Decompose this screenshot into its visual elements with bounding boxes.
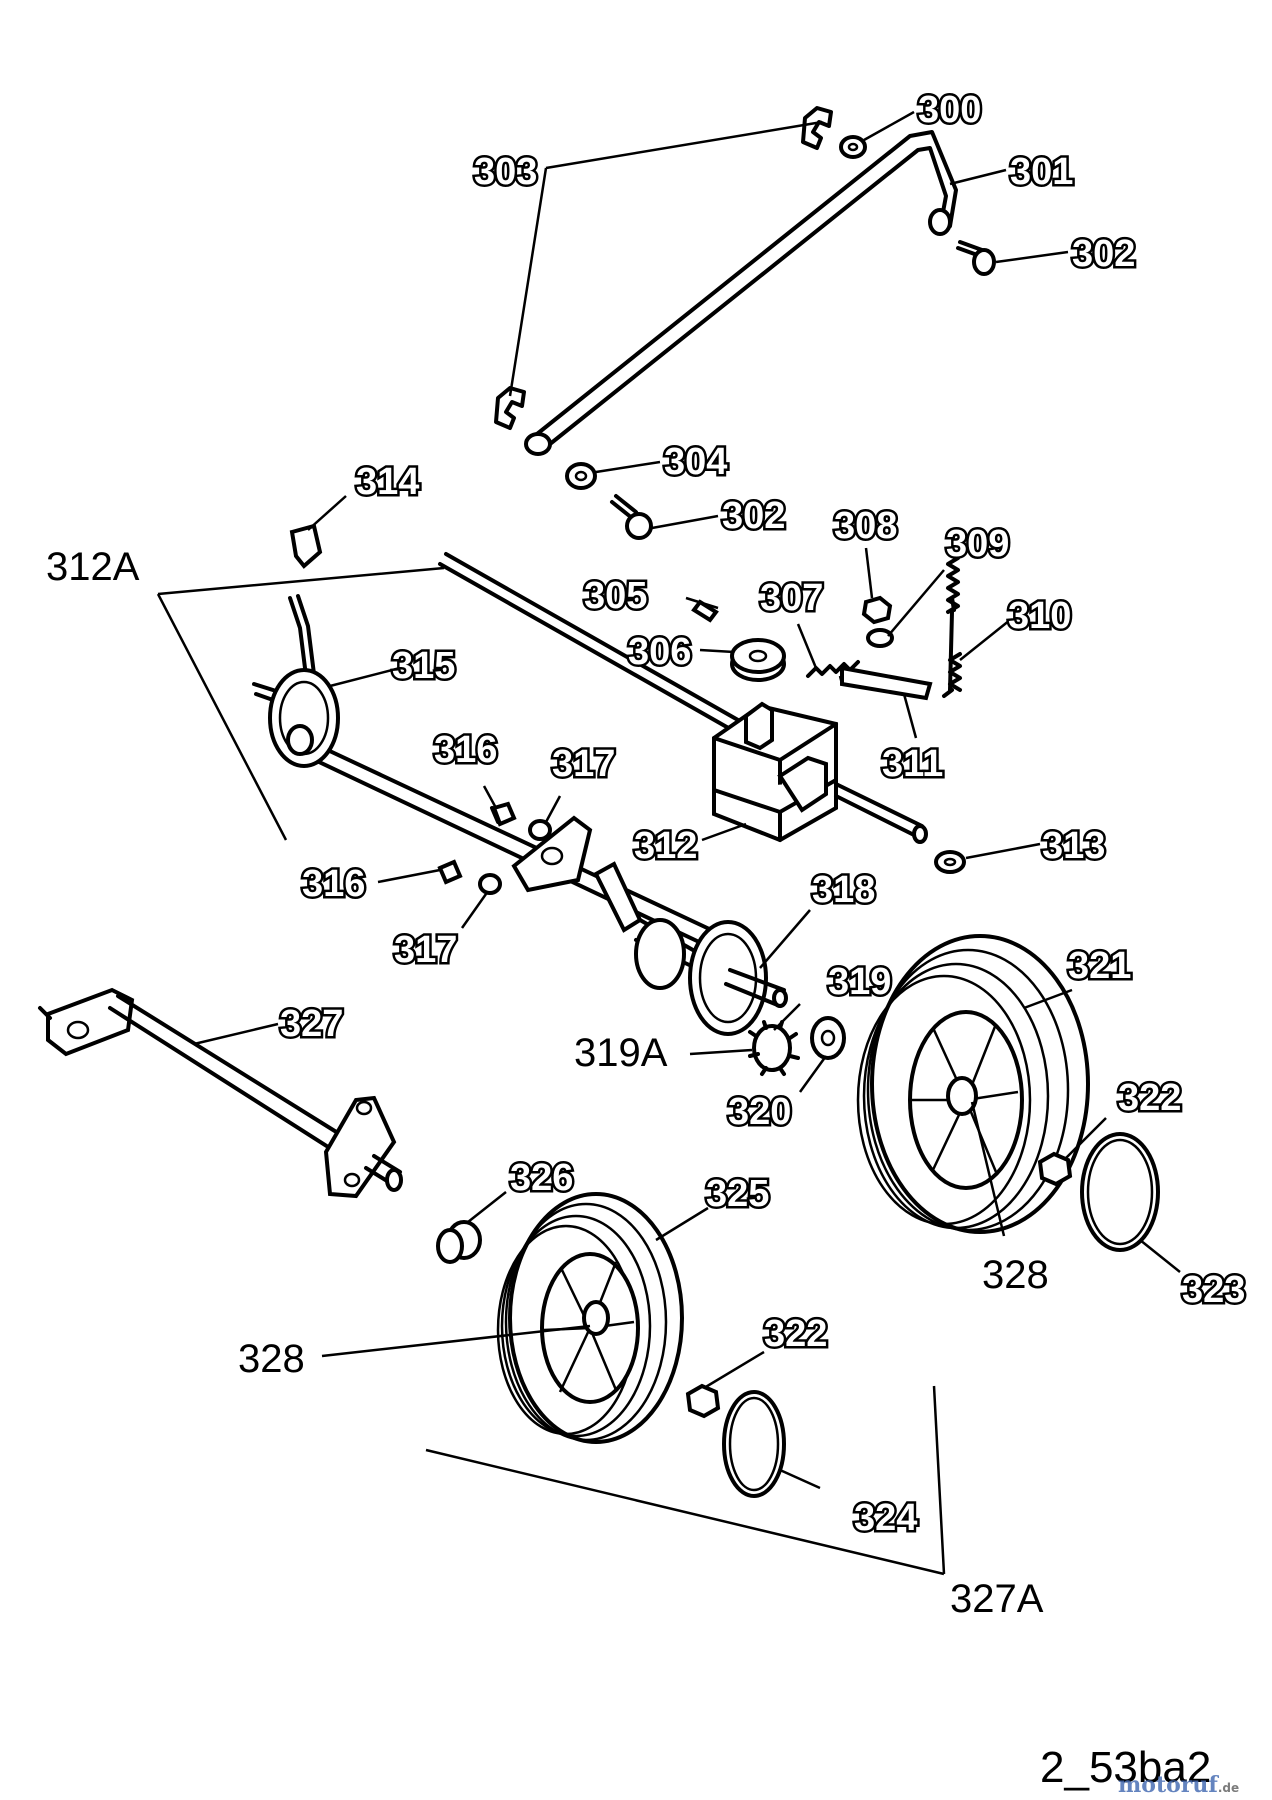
- diagram-code: 2_53ba2: [1040, 1743, 1211, 1792]
- clip-303-bottom: [494, 386, 526, 430]
- pin-302-mid: [610, 494, 653, 540]
- linkage-rod-301: [524, 130, 958, 456]
- label-324: 324: [854, 1497, 917, 1539]
- leader-lines: [156, 110, 1181, 1576]
- label-312A: 312A: [46, 545, 140, 589]
- label-300: 300: [918, 89, 981, 131]
- label-319A: 319A: [574, 1031, 668, 1075]
- label-318: 318: [812, 869, 875, 911]
- screw-316-upper: [490, 801, 517, 827]
- label-310: 310: [1008, 595, 1071, 637]
- label-312: 312: [634, 825, 697, 867]
- label-301: 301: [1010, 151, 1073, 193]
- key-305: [691, 599, 719, 623]
- label-307: 307: [760, 577, 823, 619]
- label-311: 311: [882, 743, 943, 785]
- svg-text:motoruf.de: motoruf.de: [1118, 1772, 1239, 1798]
- label-302-top: 302: [1072, 233, 1135, 275]
- label-302-mid: 302: [722, 495, 785, 537]
- watermark-logo: motoruf.de: [1118, 1772, 1239, 1798]
- flange-315: [252, 594, 340, 768]
- spring-310: [942, 556, 962, 698]
- label-304: 304: [664, 441, 727, 483]
- label-323: 323: [1182, 1269, 1245, 1311]
- ring-323: [1080, 1132, 1160, 1252]
- wheel-325: [496, 1192, 684, 1444]
- label-314: 314: [356, 461, 419, 503]
- label-313: 313: [1042, 825, 1105, 867]
- bracket-311: [838, 665, 933, 701]
- flange-318: [593, 861, 788, 1036]
- bushing-326: [436, 1220, 482, 1264]
- shift-rod-312A: [438, 552, 740, 732]
- washer-300: [839, 135, 867, 159]
- wheel-321: [856, 934, 1090, 1234]
- label-316-upper: 316: [434, 729, 497, 771]
- gear-319: [748, 1020, 800, 1076]
- label-322-right: 322: [1118, 1077, 1181, 1119]
- label-309: 309: [946, 523, 1009, 565]
- ring-324: [722, 1390, 786, 1498]
- label-315: 315: [392, 645, 455, 687]
- label-308: 308: [834, 505, 897, 547]
- label-326: 326: [510, 1157, 573, 1199]
- label-325: 325: [706, 1173, 769, 1215]
- label-305: 305: [584, 575, 647, 617]
- rear-axle-327: [38, 987, 403, 1199]
- label-321: 321: [1068, 945, 1131, 987]
- watermark-suffix: .de: [1218, 1781, 1239, 1795]
- label-328-right: 328: [982, 1253, 1049, 1297]
- washer-320: [810, 1016, 846, 1060]
- washer-304: [565, 462, 597, 490]
- screw-316-lower: [437, 859, 463, 885]
- label-303: 303: [474, 151, 537, 193]
- washer-309: [866, 628, 894, 648]
- watermark-brand: motoruf: [1118, 1772, 1219, 1798]
- label-316-lower: 316: [302, 863, 365, 905]
- nut-322-left: [685, 1383, 721, 1419]
- cap-314: [289, 523, 323, 569]
- pin-302-top: [956, 240, 996, 276]
- label-306: 306: [628, 631, 691, 673]
- label-327A: 327A: [950, 1577, 1044, 1621]
- label-327: 327: [280, 1003, 343, 1045]
- label-317-lower: 317: [394, 929, 457, 971]
- label-328-left: 328: [238, 1337, 305, 1381]
- gearbox-312: [712, 701, 838, 843]
- washer-317-upper: [528, 819, 552, 841]
- main-axle: [296, 736, 928, 952]
- nut-308: [861, 595, 893, 625]
- part-labels: 300 301 302 303 304 302 314 312A 305 306…: [46, 87, 1248, 1622]
- label-319: 319: [828, 961, 891, 1003]
- clip-303-top: [801, 106, 833, 150]
- part-drawings: [38, 106, 1160, 1498]
- bearing-plate: [511, 815, 593, 893]
- washer-313: [934, 850, 966, 874]
- nut-322-right: [1037, 1151, 1073, 1187]
- label-322-left: 322: [764, 1313, 827, 1355]
- label-317-upper: 317: [552, 743, 615, 785]
- washer-317-lower: [478, 873, 502, 895]
- label-320: 320: [728, 1091, 791, 1133]
- pulley-306: [730, 638, 786, 682]
